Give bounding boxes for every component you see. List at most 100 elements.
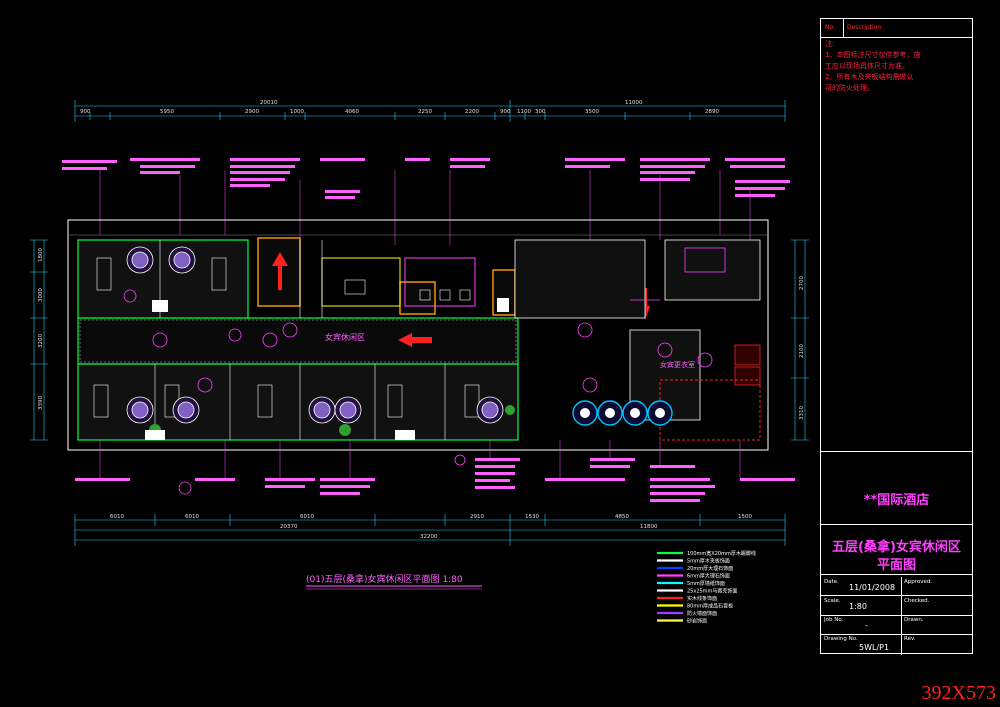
drawing-no-value: 5WL/P1 <box>859 643 890 652</box>
dim-left: 3000 <box>38 288 44 302</box>
legend-label: 6mm厚大理石饰面 <box>687 573 730 580</box>
note-line: 1、本图标注尺寸仅供参考，施 <box>825 51 921 59</box>
top-dimension-lines <box>74 100 786 122</box>
dim-top: 900 <box>80 109 91 115</box>
top-annotation-leaders <box>99 170 751 245</box>
left-dimension-lines <box>30 239 48 441</box>
dim-top: 2200 <box>465 109 479 115</box>
date-value: 11/01/2008 <box>849 583 896 592</box>
legend-label: 5mm厚墙纸饰面 <box>687 580 725 587</box>
sheet-title-line2: 平面图 <box>876 558 916 573</box>
white-doors <box>145 298 509 440</box>
header-divider <box>843 19 844 37</box>
title-block-header: No. Description. <box>821 19 972 38</box>
bottom-annotation-leaders <box>99 440 741 480</box>
drawn-label: Drawn. <box>904 617 924 623</box>
legend-label: 实木线条饰面 <box>687 595 717 602</box>
dim-top: 2890 <box>705 109 719 115</box>
dim-right: 2700 <box>799 276 805 290</box>
rev-label: Rev. <box>904 636 916 642</box>
drawing-caption: (01)五层(桑拿)女宾休闲区平面图 1:80 <box>306 573 482 590</box>
dim-bottom: 4850 <box>615 514 629 520</box>
right-wing-rooms <box>514 239 761 421</box>
lounge-label: 女宾休闲区 <box>325 332 365 342</box>
dim-top: 2900 <box>245 109 259 115</box>
divider <box>821 451 972 452</box>
description-label: Description. <box>847 24 884 31</box>
top-dimension-ticks <box>89 112 691 120</box>
notes-title: 注: <box>825 40 835 48</box>
sheet-title-line1: 五层(桑拿)女宾休闲区 <box>832 540 961 555</box>
dim-left: 1800 <box>38 248 44 262</box>
hotel-name: **国际酒店 <box>863 493 930 508</box>
building-outline <box>67 219 769 451</box>
floor-plan-drawing: 20010 11000 900 5950 2900 1000 4060 2250… <box>30 100 809 625</box>
note-line: 2、所有木及夹板结构需做认 <box>825 73 914 81</box>
note-line: 可的防火处理。 <box>825 84 874 92</box>
right-dimension-text: 2700 2100 3310 <box>799 276 805 420</box>
drawing-caption-text: (01)五层(桑拿)女宾休闲区平面图 1:80 <box>306 573 463 585</box>
legend-label: 20mm厚大理石饰面 <box>687 565 733 572</box>
approved-label: Approved. <box>904 579 933 585</box>
dim-top-total-b: 11000 <box>625 100 643 106</box>
bottom-dimension-text: 6010 6010 6010 2910 1530 4850 1500 20370… <box>110 514 752 540</box>
dim-top: 4060 <box>345 109 359 115</box>
divider <box>821 524 972 525</box>
bottom-dimension-lines <box>74 514 786 546</box>
legend-label: 防火墙面饰面 <box>687 610 717 617</box>
dim-top: 1000 <box>290 109 304 115</box>
dim-left: 3200 <box>38 334 44 348</box>
top-dimension-text: 20010 11000 900 5950 2900 1000 4060 2250… <box>80 100 719 115</box>
dim-top: 5950 <box>160 109 174 115</box>
bottom-markers <box>178 454 466 495</box>
dim-bottom: 2910 <box>470 514 484 520</box>
divider <box>821 574 972 575</box>
right-wing-details <box>630 247 761 386</box>
dim-bottom: 6010 <box>185 514 199 520</box>
material-legend: 100mm宽X20mm厚木踢脚线5mm厚木夹板饰面20mm厚大理石饰面6mm厚大… <box>657 550 756 625</box>
sheet-title: 五层(桑拿)女宾休闲区 平面图 <box>821 539 972 575</box>
info-grid: Date. 11/01/2008 Approved. Scale. 1:80 C… <box>821 577 972 655</box>
image-size-label: 392X573 <box>921 682 996 704</box>
central-furniture <box>299 240 471 318</box>
shower-inner <box>580 408 665 418</box>
dim-top: 3500 <box>585 109 599 115</box>
job-value: - <box>865 621 868 630</box>
dim-top: 900 <box>500 109 511 115</box>
dim-bottom: 1530 <box>525 514 539 520</box>
legend-label: 砂岩饰面 <box>687 618 707 625</box>
top-annotation-text-blocks <box>62 158 790 199</box>
dim-bottom: 6010 <box>110 514 124 520</box>
right-dimension-lines <box>791 239 809 441</box>
checked-label: Checked. <box>904 598 930 604</box>
drawing-no-label: Drawing No. <box>824 636 858 642</box>
notes-block: 注: 1、本图标注尺寸仅供参考，施 工应以现场具体尺寸为准。 2、所有木及夹板结… <box>825 39 970 94</box>
dim-left: 3390 <box>38 396 44 410</box>
lower-jacuzzi-tubs <box>126 396 504 424</box>
legend-label: 80mm厚成品石膏板 <box>687 603 733 610</box>
dim-right: 3310 <box>799 406 805 420</box>
corridor-floor <box>77 317 519 365</box>
legend-label: 25x25mm马赛克饰面 <box>687 588 737 595</box>
date-label: Date. <box>824 579 839 585</box>
left-dimension-text: 1800 3000 3200 3390 <box>38 248 44 410</box>
scale-label: Scale. <box>824 598 841 604</box>
elevation-markers <box>123 289 713 393</box>
dim-bottom-total: 32200 <box>420 534 438 540</box>
room-labels: 女宾休闲区 女宾更衣室 <box>325 332 695 369</box>
legend-label: 5mm厚木夹板饰面 <box>687 558 730 565</box>
legend-label: 100mm宽X20mm厚木踢脚线 <box>687 550 756 557</box>
no-label: No. <box>825 24 835 31</box>
locker-label: 女宾更衣室 <box>660 360 695 369</box>
dim-bottom: 1500 <box>738 514 752 520</box>
dim-bottom-total: 11800 <box>640 524 658 530</box>
dim-bottom-total: 20370 <box>280 524 298 530</box>
dim-right: 2100 <box>799 344 805 358</box>
dim-top: 300 <box>535 109 546 115</box>
dim-top: 1100 <box>517 109 531 115</box>
dim-top: 2250 <box>418 109 432 115</box>
title-block: No. Description. 注: 1、本图标注尺寸仅供参考，施 工应以现场… <box>820 18 973 655</box>
upper-jacuzzi-tubs <box>126 246 196 274</box>
bottom-annotation-text-blocks <box>75 458 795 502</box>
dim-top-total-a: 20010 <box>260 100 278 106</box>
